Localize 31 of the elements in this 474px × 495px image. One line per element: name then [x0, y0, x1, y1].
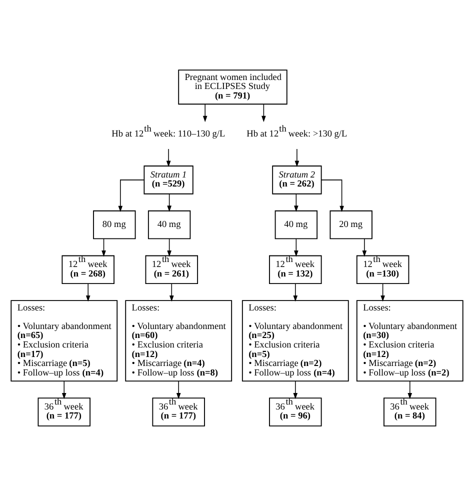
arrow: [176, 380, 181, 399]
node-box: 40 mg: [148, 210, 191, 239]
arrow: [321, 179, 344, 212]
arrow: [202, 103, 208, 122]
node-box: Losses: • Voluntary abandonment (n=30) • Exclusion criteria (n=12) • Miscarriage (n=2) • Follow–up loss (n=2): [356, 300, 464, 381]
arrow: [167, 238, 172, 256]
arrow: [293, 282, 298, 302]
arrow: [408, 380, 412, 399]
arrow: [118, 179, 144, 212]
arrow: [86, 282, 90, 302]
node-box: 40 mg: [274, 210, 318, 239]
arrow: [294, 193, 298, 212]
node-box: 80 mg: [93, 210, 136, 239]
arrow: [293, 380, 298, 399]
arrow: [102, 238, 106, 256]
node-box: Losses: • Voluntary abandonment (n=65) • Exclusion criteria (n=17) • Miscarriage (n=5) • Follow–up loss (n=4): [10, 300, 118, 381]
arrow: [294, 238, 298, 256]
arrow: [262, 103, 266, 122]
node-box: 20 mg: [330, 210, 372, 239]
node-box: Pregnant women included in ECLIPSES Study (n = 791): [178, 69, 288, 104]
arrow: [362, 238, 367, 256]
arrow: [169, 282, 174, 302]
arrow: [294, 148, 300, 167]
arrow: [167, 193, 172, 212]
node-box: Stratum 2 (n = 262): [272, 165, 322, 194]
node-box: Losses: • Voluntary abandonment (n=60) • Exclusion criteria (n=12) • Miscarriage (n=4) • Follow–up loss (n=8): [125, 300, 232, 381]
arrow: [62, 380, 66, 399]
arrow: [380, 282, 385, 302]
arrow: [166, 148, 171, 167]
node-box: Losses: • Voluntary abandonment (n=25) • Exclusion criteria (n=5) • Miscarriage (n=2) • Follow–up loss (n=4): [242, 300, 349, 381]
node-box: Stratum 1 (n =529): [144, 165, 194, 194]
